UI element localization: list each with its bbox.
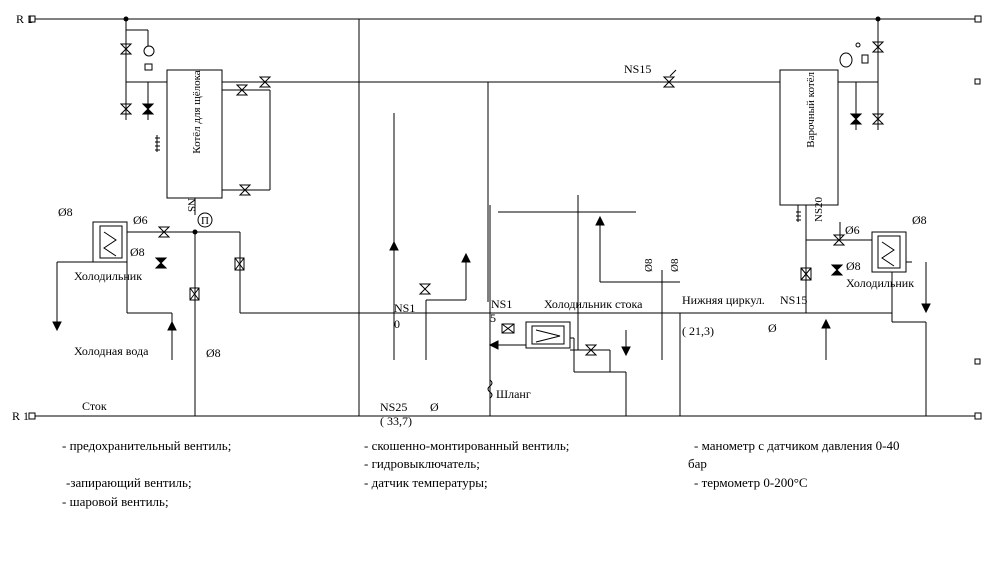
arrow-up-icon [821, 318, 831, 329]
lower-circ-label: Нижняя циркул. [682, 293, 765, 307]
legend-thermometer: - термометр 0-200°С [694, 475, 808, 490]
drain-label: Сток [82, 399, 107, 413]
ns15-label: NS15 [624, 62, 651, 76]
diameter-label: Ø6 [133, 213, 148, 227]
diameter-label: Ø [768, 321, 777, 335]
legend-shutoff-valve: -запирающий вентиль; [66, 475, 192, 490]
legend-manometer-unit: бар [688, 456, 707, 471]
rail-label: R 1 [16, 12, 33, 26]
cooking-boiler-label: Варочный котёл [805, 71, 817, 147]
diameter-label: Ø8 [130, 245, 145, 259]
safety-valve-icon [830, 264, 844, 276]
safety-valve-icon [141, 103, 155, 115]
ball-valve-icon [800, 267, 812, 281]
ns1-label: NS1 [491, 297, 512, 311]
cooking-boiler [779, 69, 839, 206]
ns25-label: NS25 [380, 400, 407, 414]
arrow-up-icon [461, 252, 471, 263]
shutoff-valve-icon [235, 84, 249, 96]
arrow-up-icon [167, 320, 177, 331]
ns1-sub-label: 5 [490, 311, 496, 325]
ns20-label: NS20 [813, 196, 825, 222]
diameter-label: Ø [430, 400, 439, 414]
pump-icon [197, 212, 213, 228]
hose-icon [487, 379, 493, 399]
terminal-box [974, 358, 981, 365]
arrow-down-icon [621, 346, 631, 357]
thermometer-icon [839, 52, 853, 68]
legend-manometer: - манометр с датчиком давления 0-40 [694, 438, 900, 453]
manometer-icon [143, 45, 155, 57]
pump-mark: П [201, 215, 209, 227]
lower-circ-dim: ( 21,3) [682, 324, 714, 338]
legend-hydro-switch: - гидровыключатель; [364, 456, 480, 471]
arrow-left-icon [488, 340, 499, 350]
shutoff-valve-icon [258, 76, 272, 88]
legend-ball-valve: - шаровой вентиль; [62, 494, 169, 509]
shutoff-valve-icon [418, 283, 432, 295]
legend-temp-sensor: - датчик температуры; [364, 475, 488, 490]
ns-left-label: NS [185, 198, 197, 212]
drain-cooler-label: Холодильник стока [544, 297, 643, 311]
ns15-label: NS15 [780, 293, 807, 307]
left-cooler-label: Холодильник [74, 269, 142, 283]
terminal-box [974, 78, 981, 85]
diameter-label: Ø8 [206, 346, 221, 360]
bottom-rail [28, 412, 982, 420]
ball-valve-icon [501, 323, 515, 334]
diameter-label: Ø8 [912, 213, 927, 227]
diameter-label: Ø8 [58, 205, 73, 219]
shutoff-valve-icon [119, 43, 133, 55]
diameter-label: Ø8 [669, 258, 681, 272]
shutoff-valve-icon [871, 113, 885, 125]
ball-valve-icon [234, 257, 245, 271]
top-rail [28, 15, 982, 23]
gauge-body-icon [144, 63, 153, 71]
ns1-sub-label: 0 [394, 317, 400, 331]
diameter-label: Ø6 [845, 223, 860, 237]
shutoff-valve-icon [871, 41, 885, 53]
arrow-up-icon [389, 240, 399, 251]
ns25-sub-label: ( 33,7) [380, 414, 412, 428]
shutoff-valve-icon [157, 226, 171, 238]
safety-valve-icon [238, 184, 252, 196]
safety-valve-icon [154, 257, 168, 269]
rail-label: R 1 [12, 409, 29, 423]
shutoff-valve-icon [119, 103, 133, 115]
left-cooler [92, 221, 128, 263]
hose-label: Шланг [496, 387, 531, 401]
caustic-boiler [166, 69, 223, 199]
shutoff-valve-icon [832, 234, 846, 246]
arrow-up-icon [595, 215, 605, 226]
caustic-boiler-label: Котёл для щёлока [191, 70, 203, 153]
legend-angle-valve: - скошенно-монтированный вентиль; [364, 438, 570, 453]
shutoff-valve-icon [584, 344, 598, 356]
right-cooler [871, 231, 907, 273]
right-cooler-label: Холодильник [846, 276, 914, 290]
ball-valve-icon [189, 287, 200, 301]
arrow-down-icon [921, 303, 931, 314]
angle-valve-icon [662, 76, 676, 88]
diameter-label: Ø8 [643, 258, 655, 272]
gauge-body-icon [861, 54, 869, 64]
arrow-down-icon [52, 321, 62, 332]
cold-water-label: Холодная вода [74, 344, 149, 358]
legend-safety-valve: - предохранительный вентиль; [62, 438, 232, 453]
ns1-label: NS1 [394, 301, 415, 315]
diameter-label: Ø8 [846, 259, 861, 273]
safety-valve-icon [849, 113, 863, 125]
